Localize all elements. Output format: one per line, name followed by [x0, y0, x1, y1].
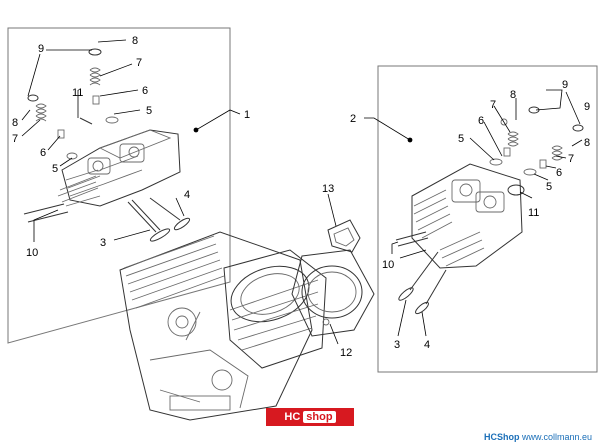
callout-label: 10 — [382, 259, 394, 271]
callout-label: 8 — [584, 137, 590, 149]
footer-credit: HCShop www.collmann.eu — [484, 432, 592, 442]
callout-label: 6 — [40, 147, 46, 159]
callout-label: 13 — [322, 183, 334, 195]
callout-label: 3 — [100, 237, 106, 249]
callout-label: 6 — [478, 115, 484, 127]
callout-label: 9 — [584, 101, 590, 113]
right-valve-train — [395, 106, 584, 315]
callout-label: 1 — [244, 109, 250, 121]
watermark-brand: HC — [284, 411, 301, 423]
right-cylinder-head — [407, 137, 523, 269]
callout-label: 7 — [12, 133, 18, 145]
footer-site[interactable]: www.collmann.eu — [521, 432, 592, 442]
callout-label: 8 — [132, 35, 138, 47]
callout-label: 8 — [510, 89, 516, 101]
callout-label: 9 — [38, 43, 44, 55]
callout-label: 6 — [142, 85, 148, 97]
callout-label: 9 — [562, 79, 568, 91]
callout-labels-left: 9 8 7 11 6 5 8 7 6 5 1 4 3 10 — [12, 35, 250, 259]
left-cylinder-head — [57, 127, 199, 207]
callout-label: 8 — [12, 117, 18, 129]
callout-label: 5 — [52, 163, 58, 175]
callout-label: 11 — [528, 207, 539, 219]
callout-label: 6 — [556, 167, 562, 179]
base-gasket — [291, 249, 375, 337]
callout-label: 5 — [546, 181, 552, 193]
leader-lines — [21, 39, 583, 345]
callout-label: 11 — [72, 87, 83, 99]
callout-label: 10 — [26, 247, 38, 259]
callout-label: 4 — [424, 339, 430, 351]
footer-brand: HCShop — [483, 432, 520, 442]
callout-labels-right: 2 9 8 7 6 5 9 8 7 6 5 11 13 12 10 3 4 — [322, 79, 590, 359]
callout-label: 12 — [340, 347, 352, 359]
callout-label: 4 — [184, 189, 190, 201]
callout-label: 5 — [146, 105, 152, 117]
left-group-frame — [7, 27, 231, 344]
left-valve-train — [23, 48, 191, 242]
callout-label: 3 — [394, 339, 400, 351]
engine-block — [119, 231, 327, 421]
watermark-shop: shop — [303, 411, 336, 423]
callout-label: 2 — [350, 113, 356, 125]
callout-label: 7 — [568, 153, 574, 165]
head-gasket — [327, 219, 361, 253]
hcshop-watermark: HC shop — [266, 408, 354, 426]
callout-label: 5 — [458, 133, 464, 145]
right-group-frame — [377, 65, 598, 373]
callout-label: 7 — [136, 57, 142, 69]
callout-label: 7 — [490, 99, 496, 111]
